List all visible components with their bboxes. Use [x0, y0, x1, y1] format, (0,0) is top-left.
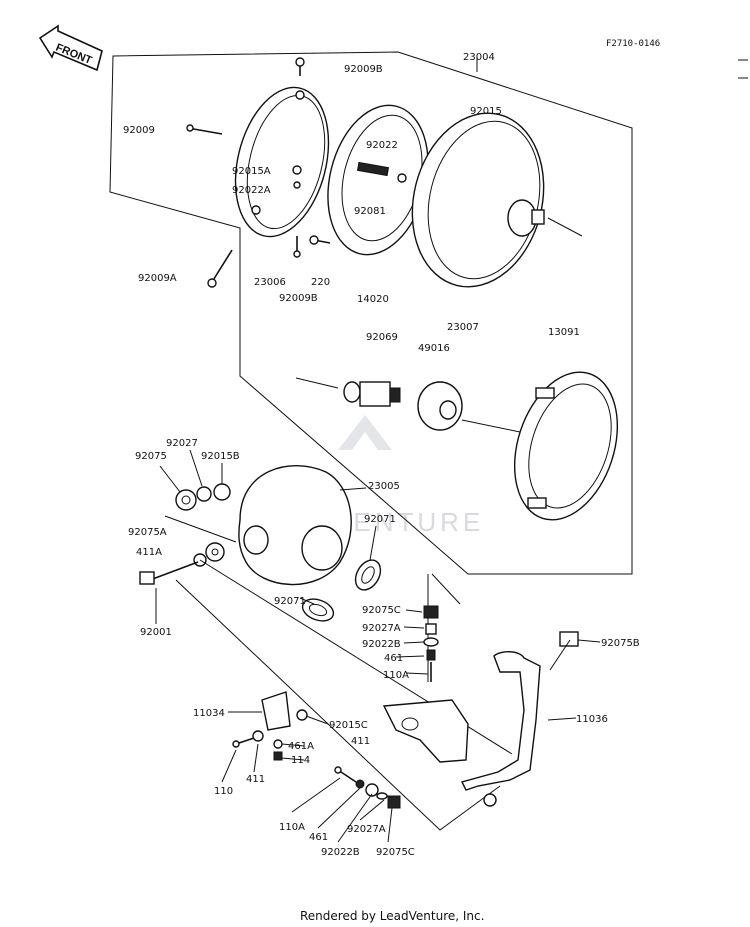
diagram-code: F2710-0146	[606, 39, 660, 49]
footer-credit: Rendered by LeadVenture, Inc.	[300, 909, 484, 923]
label-92075B: 92075B	[601, 638, 640, 649]
headlight-rim-23006	[234, 86, 330, 238]
label-23005: 23005	[368, 481, 400, 492]
leader-92075A	[164, 515, 237, 543]
label-11034: 11034	[193, 708, 225, 719]
label-92081: 92081	[354, 206, 386, 217]
washer-set-left	[175, 483, 231, 567]
label-92071-left: 92071	[274, 596, 306, 607]
screw-92009B-bottom	[293, 236, 301, 258]
label-92027: 92027	[166, 438, 198, 449]
label-110A-bottom: 110A	[279, 822, 305, 833]
label-92009B-bottom: 92009B	[279, 293, 318, 304]
leader-socket-rim	[461, 419, 521, 433]
label-411-right: 411	[351, 736, 370, 747]
label-92022B-bottom: 92022B	[321, 847, 360, 858]
outer-rim-13091	[513, 371, 619, 521]
label-114: 114	[291, 755, 310, 766]
front-label: FRONT	[54, 42, 94, 67]
label-92015B: 92015B	[201, 451, 240, 462]
label-411A: 411A	[136, 547, 162, 558]
bolt-92001	[139, 561, 199, 585]
label-461A: 461A	[288, 741, 314, 752]
label-92022A: 92022A	[232, 185, 271, 196]
label-110A-top: 110A	[383, 670, 409, 681]
label-leader-lines	[155, 449, 601, 843]
label-92075C-bottom: 92075C	[376, 847, 415, 858]
bulb-92069	[295, 377, 401, 407]
label-411-left: 411	[246, 774, 265, 785]
grommet-92071-right	[354, 559, 382, 591]
screw-92009A	[207, 249, 233, 288]
screw-92009B-top	[295, 57, 305, 76]
label-92009: 92009	[123, 125, 155, 136]
label-11036: 11036	[576, 714, 608, 725]
label-92071-right: 92071	[364, 514, 396, 525]
label-92015: 92015	[470, 106, 502, 117]
lower-left-hardware	[232, 709, 308, 761]
label-92075C-top: 92075C	[362, 605, 401, 616]
upper-assembly-frame	[109, 51, 633, 575]
label-49016: 49016	[418, 343, 450, 354]
label-92009A: 92009A	[138, 273, 177, 284]
part-labels: 23004 92009B 92009 92015 92015A 92022 92…	[123, 52, 640, 858]
label-92075: 92075	[135, 451, 167, 462]
front-arrow-icon: FRONT	[38, 24, 103, 72]
label-110: 110	[214, 786, 233, 797]
label-23004: 23004	[463, 52, 495, 63]
label-92009B-top: 92009B	[344, 64, 383, 75]
lower-bottom-hardware	[334, 766, 401, 809]
bracket-11034	[261, 691, 469, 763]
screw-220	[309, 235, 331, 245]
label-92001: 92001	[140, 627, 172, 638]
washer-92022A	[293, 181, 301, 189]
label-92075A: 92075A	[128, 527, 167, 538]
label-14020: 14020	[357, 294, 389, 305]
grommet-92071-left	[301, 598, 335, 622]
label-13091: 13091	[548, 327, 580, 338]
screw-92009	[186, 124, 223, 135]
reflector-14020	[327, 104, 429, 256]
label-92069: 92069	[366, 332, 398, 343]
label-92015C: 92015C	[329, 720, 368, 731]
label-92027A-top: 92027A	[362, 623, 401, 634]
headlight-housing-23005	[238, 465, 352, 586]
label-23006: 23006	[254, 277, 286, 288]
label-461-bottom: 461	[309, 832, 328, 843]
label-92015A: 92015A	[232, 166, 271, 177]
socket-49016	[417, 381, 463, 431]
nut-92015A	[292, 165, 302, 175]
label-23007: 23007	[447, 322, 479, 333]
label-220: 220	[311, 277, 330, 288]
label-92022: 92022	[366, 140, 398, 151]
label-92022B-top: 92022B	[362, 639, 401, 650]
edge-marks	[738, 59, 748, 79]
label-461-top: 461	[384, 653, 403, 664]
right-hardware-stack	[423, 605, 439, 682]
label-92027A-bottom: 92027A	[347, 824, 386, 835]
bracket-11036	[460, 631, 579, 807]
lens-unit-23007	[411, 112, 583, 288]
